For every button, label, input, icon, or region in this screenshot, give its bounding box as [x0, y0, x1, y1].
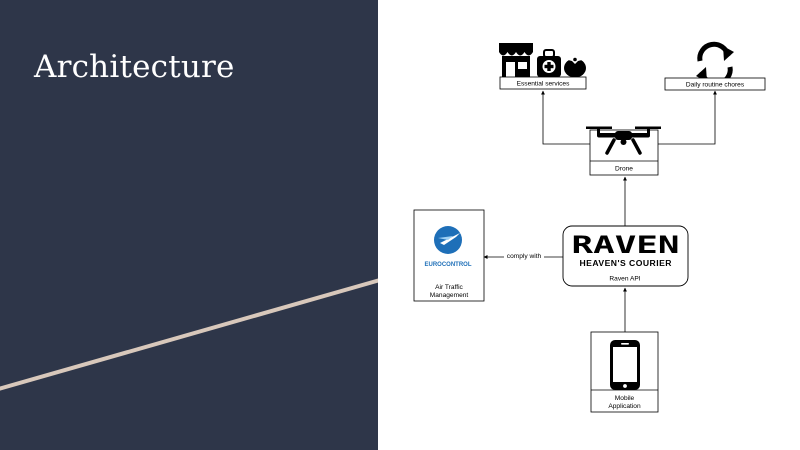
raven-api-node: RAVEN HEAVEN'S COURIER Raven API [562, 225, 689, 287]
shop-icon [499, 43, 533, 78]
raven-api-label: Raven API [609, 276, 640, 283]
mobile-application-node: Mobile Application [590, 331, 659, 413]
drone-node: Drone [586, 126, 661, 176]
phone-icon [610, 340, 640, 390]
mobile-label-line1: Mobile [615, 395, 635, 402]
drone-label: Drone [615, 166, 633, 173]
atm-label-line1: Air Traffic [435, 284, 463, 291]
decorative-diagonal-line [0, 278, 378, 391]
daily-chores-label: Daily routine chores [686, 82, 745, 89]
essential-services-label: Essential services [517, 81, 570, 88]
raven-logo-wordmark: RAVEN [572, 231, 680, 259]
air-traffic-management-node: EUROCONTROL Air Traffic Management [413, 209, 485, 302]
medical-kit-icon [537, 49, 561, 77]
raven-logo-tagline: HEAVEN'S COURIER [580, 258, 673, 268]
eurocontrol-logo: EUROCONTROL [425, 226, 472, 268]
essential-services-node: Essential services [499, 43, 587, 90]
eurocontrol-wordmark: EUROCONTROL [425, 262, 472, 268]
daily-chores-node: Daily routine chores [664, 41, 766, 91]
tomato-icon [564, 55, 586, 78]
atm-label-line2: Management [430, 292, 469, 299]
edge-label-bg [504, 250, 544, 260]
connector-drone-to-services [541, 90, 590, 145]
slide-title: Architecture [34, 49, 235, 85]
mobile-label-line2: Application [608, 403, 641, 410]
architecture-diagram: comply with Essential services [413, 41, 766, 413]
connector-drone-to-chores [658, 90, 717, 145]
raven-logo: RAVEN HEAVEN'S COURIER [572, 231, 680, 268]
drone-icon [586, 126, 661, 155]
edge-label-comply-with: comply with [507, 253, 542, 260]
title-panel: Architecture [0, 0, 378, 450]
